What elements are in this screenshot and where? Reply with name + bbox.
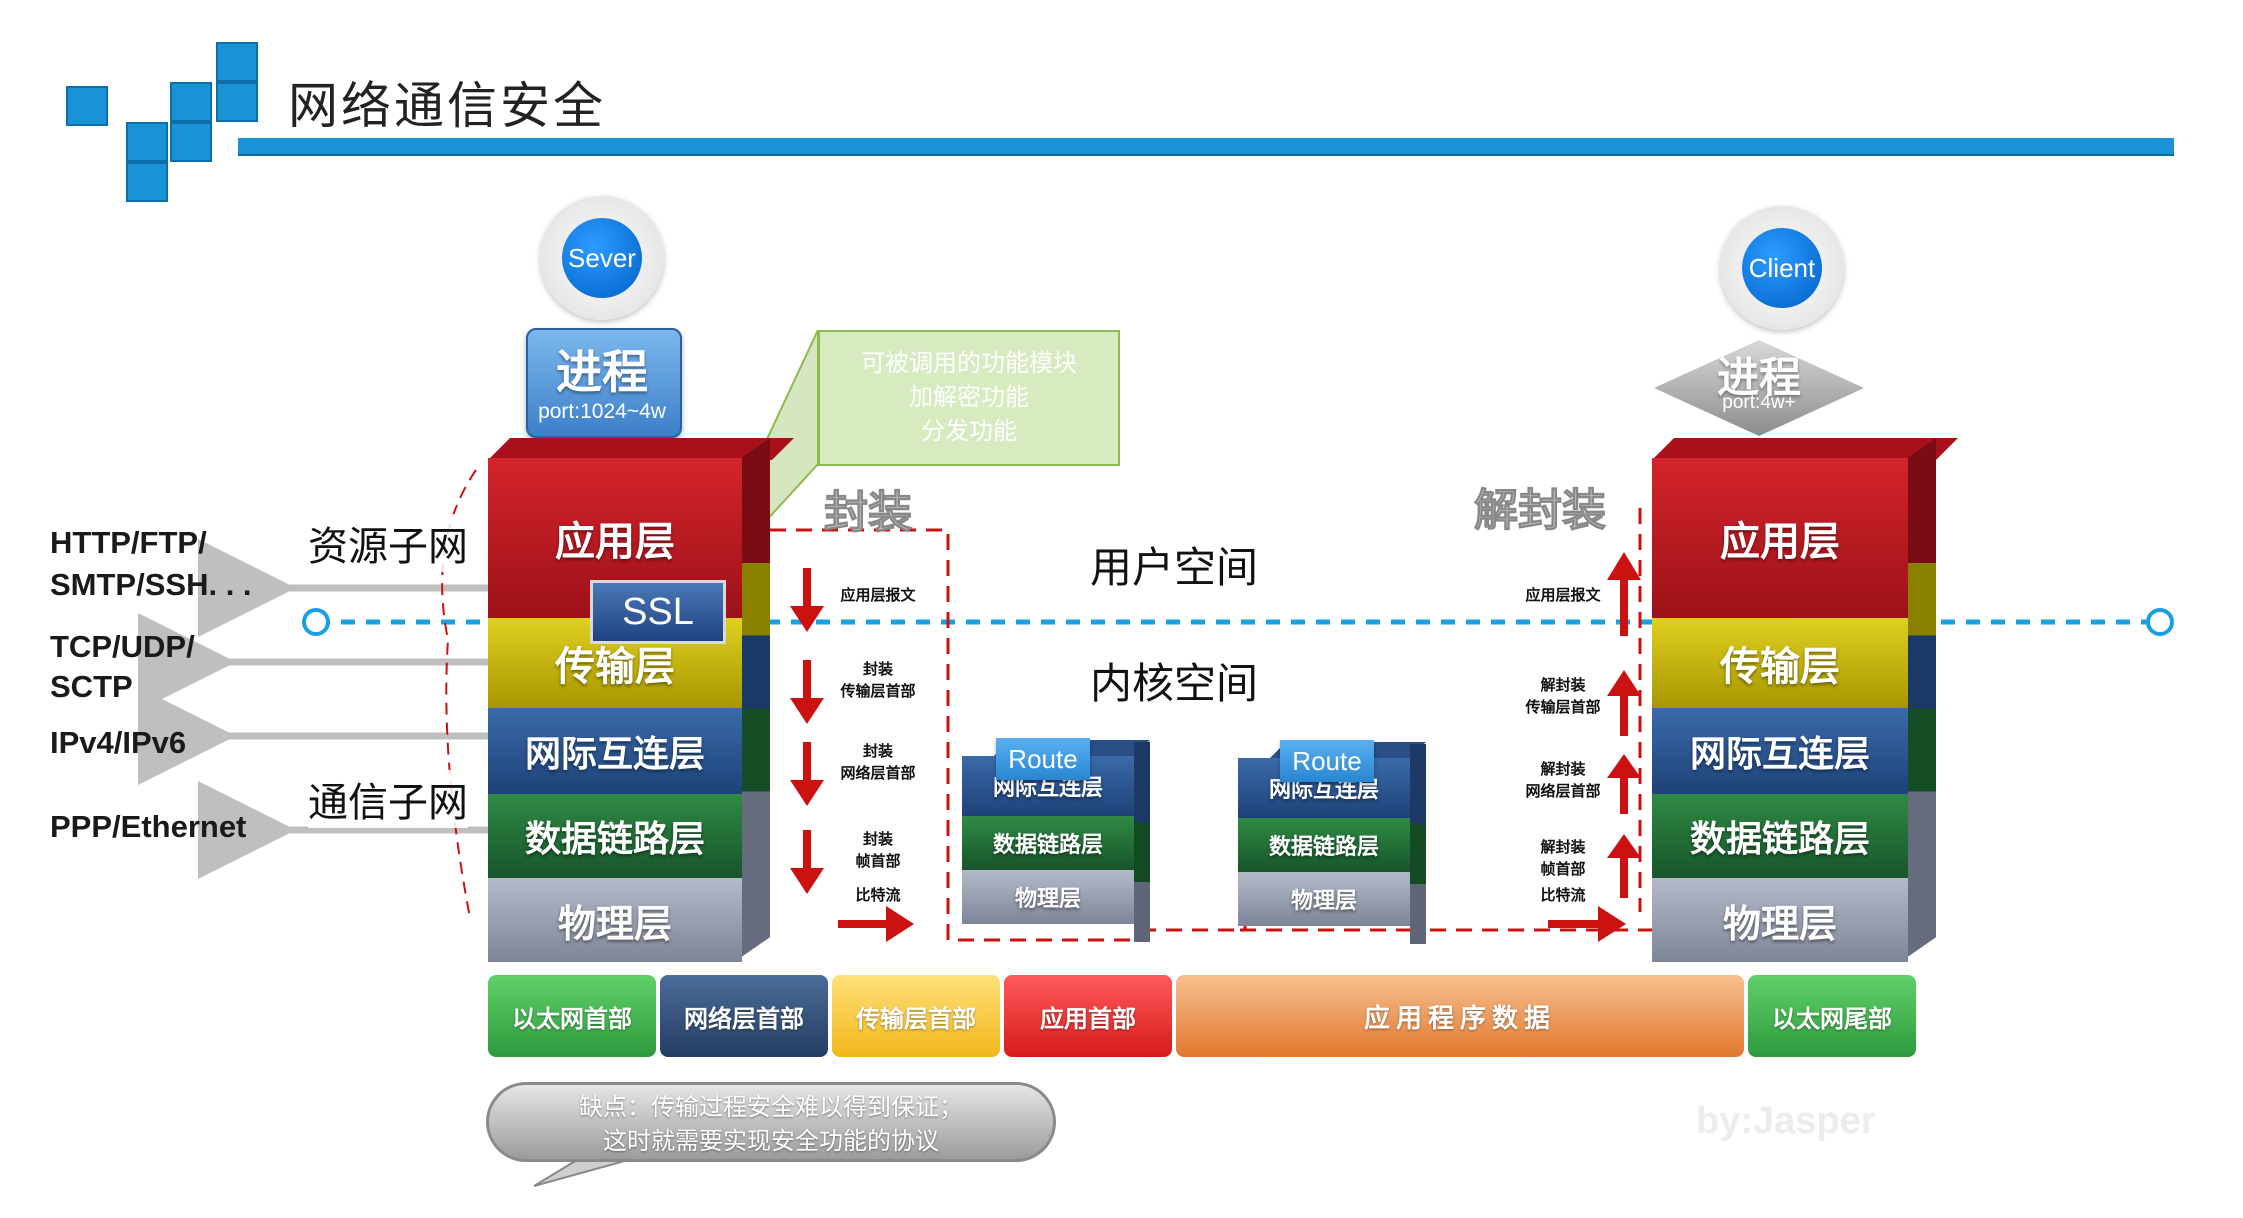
decapsulate-label: 解封装 [1474,485,1607,537]
right-layer-transport: 传输层 [1652,618,1908,708]
right-step-app-message: 应用层报文 [1525,586,1601,604]
left-layer-internet: 网际互连层 [488,708,742,794]
protocol-label-ip: IPv4/IPv6 [50,725,187,760]
router-2-layer-datalink: 数据链路层 [1238,818,1410,872]
right-layer-datalink: 数据链路层 [1652,794,1908,878]
protocol-label-smtp: SMTP/SSH. . . [50,567,252,602]
router-1-label: Route [996,738,1090,780]
divider-endpoint-right [2146,608,2174,636]
client-port-label: port:4w+ [1722,392,1796,413]
comm-subnet-label: 通信子网 [308,770,468,828]
packet-path-segment-2 [1140,810,1247,932]
packet-seg-transport-header: 传输层首部 [832,975,1000,1057]
left-step-transport-encap: 封装传输层首部 [840,660,916,700]
logo-square [216,82,258,122]
client-pin-label: Client [1742,228,1822,308]
decap-arrows [1548,552,1641,942]
right-layer-physical: 物理层 [1652,878,1908,962]
logo-square [66,86,108,126]
right-step-bitstream: 比特流 [1540,886,1586,904]
right-step-network-decap: 解封装网络层首部 [1525,760,1601,800]
packet-seg-ethernet-trailer: 以太网尾部 [1748,975,1916,1057]
router-2-side-face [1410,744,1426,944]
protocol-label-tcp: TCP/UDP/ [50,629,195,664]
right-step-transport-decap: 解封装传输层首部 [1525,676,1601,716]
drawback-line: 缺点：传输过程安全难以得到保证； [579,1093,963,1121]
callout-line: 加解密功能 [909,383,1029,411]
page-title: 网络通信安全 [288,77,606,135]
protocol-label-ppp: PPP/Ethernet [50,809,247,844]
left-step-frame-encap: 封装帧首部 [855,830,901,870]
encapsulate-label: 封装 [824,487,913,539]
left-layer-physical: 物理层 [488,878,742,962]
right-layer-internet: 网际互连层 [1652,708,1908,794]
server-pin-label: Sever [562,218,642,298]
callout-line: 可被调用的功能模块 [861,349,1077,377]
stack-side-face [740,438,770,958]
client-process-label: 进程 [1716,353,1801,402]
packet-seg-network-header: 网络层首部 [660,975,828,1057]
logo-square [170,82,212,122]
server-process-label: 进程 [556,345,648,399]
drawback-bubble [486,1082,1056,1162]
logo-square [126,162,168,202]
right-layer-application: 应用层 [1652,458,1908,618]
logo-square [216,42,258,82]
title-underline-bar [238,138,2174,156]
logo-square [126,122,168,162]
packet-seg-app-data: 应用程序数据 [1176,975,1744,1057]
divider-endpoint-left [302,608,330,636]
protocol-label-sctp: SCTP [50,669,133,704]
drawback-line: 这时就需要实现安全功能的协议 [603,1127,939,1155]
server-port-label: port:1024~4w [538,400,666,423]
router-1-side-face [1134,742,1150,942]
router-1-layer-physical: 物理层 [962,870,1134,924]
kernel-space-label: 内核空间 [1090,659,1259,708]
packet-seg-ethernet-header: 以太网首部 [488,975,656,1057]
ssl-callout-text: 可被调用的功能模块 加解密功能 分发功能 [818,346,1120,448]
left-layer-datalink: 数据链路层 [488,794,742,878]
protocol-label-http: HTTP/FTP/ [50,525,207,560]
server-process-box [526,328,682,438]
logo-square [170,122,212,162]
router-1-layer-datalink: 数据链路层 [962,816,1134,870]
router-1-layer-internet: 网际互连层 [962,756,1134,816]
user-space-label: 用户空间 [1090,543,1259,592]
ssl-box: SSL [590,580,726,644]
packet-path-segment-1 [770,528,1142,942]
encap-arrows [790,568,914,942]
right-stack-side-face [1906,438,1936,958]
left-step-bitstream: 比特流 [855,886,901,904]
packet-seg-app-header: 应用首部 [1004,975,1172,1057]
left-step-app-message: 应用层报文 [840,586,916,604]
subnet-brace [441,469,477,919]
callout-line: 分发功能 [921,417,1017,445]
router-2-layer-physical: 物理层 [1238,872,1410,926]
drawback-text: 缺点：传输过程安全难以得到保证； 这时就需要实现安全功能的协议 [486,1090,1056,1158]
router-2-label: Route [1280,740,1374,782]
watermark: by:Jasper [1696,1100,1876,1142]
left-step-network-encap: 封装网络层首部 [840,742,916,782]
resource-subnet-label: 资源子网 [308,514,468,572]
ssl-callout-box [818,330,1120,466]
right-step-frame-decap: 解封装帧首部 [1540,838,1586,878]
